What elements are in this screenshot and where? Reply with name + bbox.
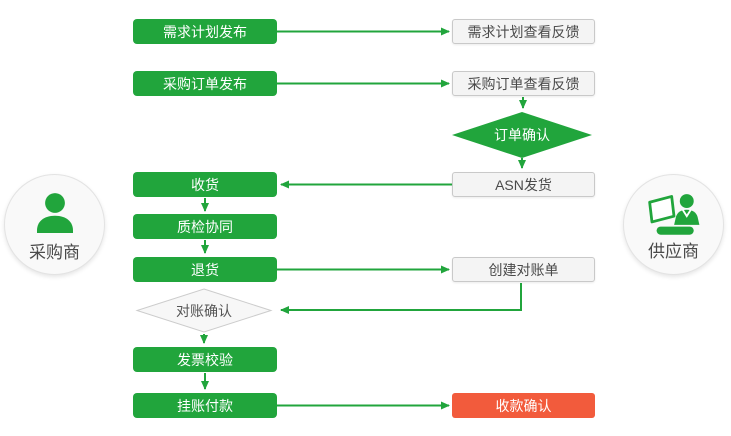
decision-diamond-shape — [135, 288, 273, 333]
user-icon — [36, 192, 73, 233]
node-label: 订单确认 — [494, 127, 550, 143]
actor-buyer: 采购商 — [4, 174, 105, 275]
node-asn-ship: ASN发货 — [452, 172, 595, 197]
actor-supplier-label: 供应商 — [648, 241, 699, 261]
node-label: 需求计划发布 — [163, 23, 247, 40]
node-label: 收货 — [191, 176, 219, 193]
node-po-publish: 采购订单发布 — [133, 71, 277, 96]
node-label: 采购订单发布 — [163, 75, 247, 92]
node-label: 退货 — [191, 261, 219, 278]
node-label: 挂账付款 — [177, 397, 233, 414]
node-quality-collab: 质检协同 — [133, 214, 277, 239]
node-label: 采购订单查看反馈 — [467, 75, 580, 92]
decision-diamond-shape — [452, 112, 592, 158]
node-statement-confirm: 对账确认 — [135, 288, 273, 333]
actor-supplier: 供应商 — [623, 174, 724, 275]
node-invoice-check: 发票校验 — [133, 347, 277, 372]
node-create-statement: 创建对账单 — [452, 257, 595, 282]
node-order-confirm: 订单确认 — [452, 112, 592, 158]
actor-buyer-label: 采购商 — [29, 242, 80, 262]
node-payment: 挂账付款 — [133, 393, 277, 418]
node-label: ASN发货 — [495, 176, 552, 193]
node-receive: 收货 — [133, 172, 277, 197]
node-receipt-confirm: 收款确认 — [452, 393, 595, 418]
node-label: 对账确认 — [176, 302, 232, 319]
node-label: 收款确认 — [495, 397, 552, 414]
node-return-goods: 退货 — [133, 257, 277, 282]
edge-statement-to-confirm — [280, 283, 522, 314]
node-label: 创建对账单 — [488, 261, 559, 278]
node-demand-plan-feedback: 需求计划查看反馈 — [452, 19, 595, 44]
node-label: 质检协同 — [177, 218, 233, 235]
user-laptop-icon — [647, 193, 699, 235]
node-po-feedback: 采购订单查看反馈 — [452, 71, 595, 96]
node-demand-plan-publish: 需求计划发布 — [133, 19, 277, 44]
node-label: 需求计划查看反馈 — [467, 23, 580, 40]
node-label: 发票校验 — [177, 351, 233, 368]
